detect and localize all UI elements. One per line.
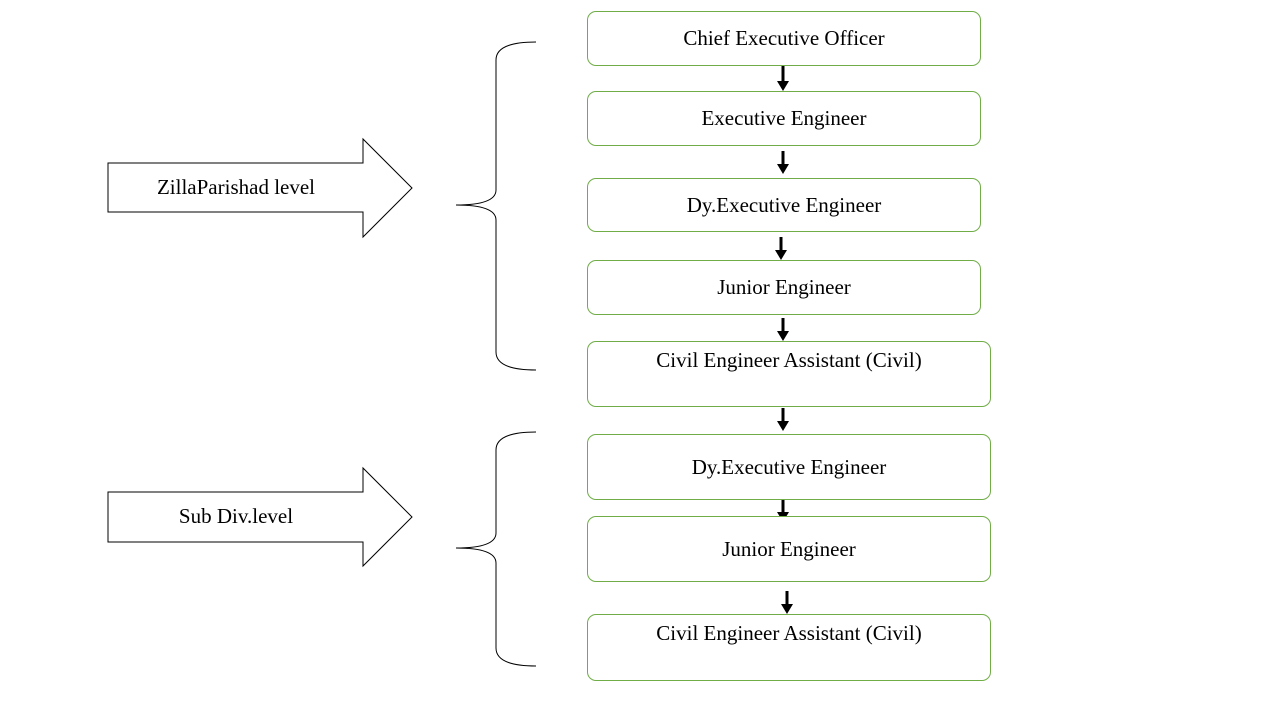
subdiv-level-block-arrow (107, 466, 413, 568)
box-label: Dy.Executive Engineer (691, 454, 887, 479)
subdiv-level-brace (455, 431, 537, 667)
box-label: Civil Engineer Assistant (Civil) (656, 348, 922, 372)
box-junior-engineer-zilla: Junior Engineer (587, 260, 981, 315)
box-dy-executive-engineer-subdiv: Dy.Executive Engineer (587, 434, 991, 500)
zilla-level-block-arrow (107, 137, 413, 239)
box-label: Junior Engineer (722, 536, 856, 561)
box-junior-engineer-subdiv: Junior Engineer (587, 516, 991, 582)
connector-arrow-5 (777, 408, 789, 431)
zilla-level-brace (455, 41, 537, 371)
subdiv-level-label: Sub Div.level (178, 504, 294, 528)
box-civil-engineer-assistant-zilla: Civil Engineer Assistant (Civil) (587, 341, 991, 407)
zilla-level-label: ZillaParishad level (156, 175, 316, 199)
box-dy-executive-engineer-zilla: Dy.Executive Engineer (587, 178, 981, 232)
box-civil-engineer-assistant-subdiv: Civil Engineer Assistant (Civil) (587, 614, 991, 681)
box-executive-engineer: Executive Engineer (587, 91, 981, 146)
box-label: Executive Engineer (701, 106, 867, 130)
connector-arrow-2 (777, 151, 789, 174)
box-label: Dy.Executive Engineer (686, 192, 882, 217)
box-label: Chief Executive Officer (683, 26, 885, 50)
connector-arrow-4 (777, 318, 789, 341)
connector-arrow-7 (781, 591, 793, 614)
connector-arrow-3 (775, 237, 787, 260)
box-label: Civil Engineer Assistant (Civil) (656, 621, 922, 645)
box-label: Junior Engineer (717, 275, 851, 299)
box-chief-executive-officer: Chief Executive Officer (587, 11, 981, 66)
connector-arrow-1 (777, 66, 789, 91)
